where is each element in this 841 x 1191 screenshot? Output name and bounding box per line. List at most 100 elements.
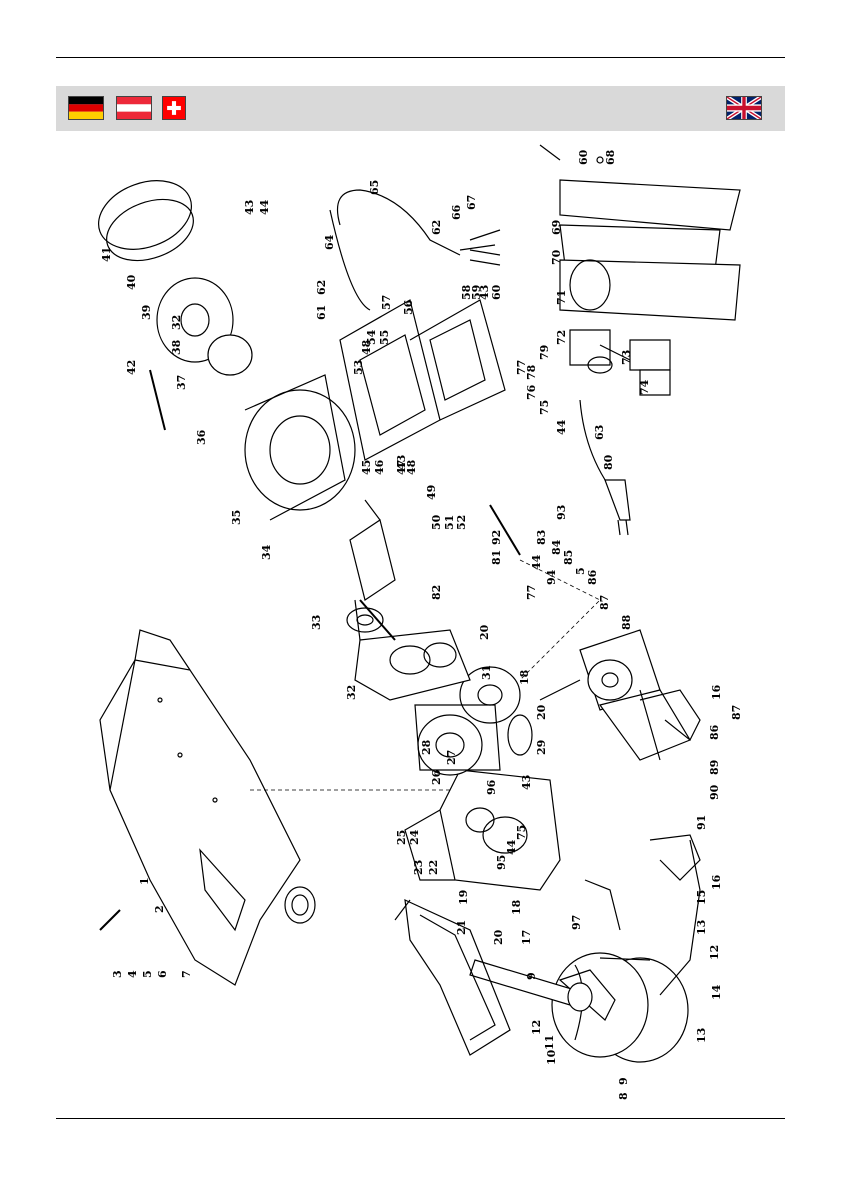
part-number-label: 48 <box>405 459 418 475</box>
part-number-label: 29 <box>535 740 548 755</box>
part-number-label: 43 <box>478 285 491 300</box>
part-number-label: 38 <box>170 339 183 355</box>
part-number-label: 44 <box>258 199 271 215</box>
part-number-label: 60 <box>577 149 590 165</box>
part-number-label: 33 <box>310 615 323 630</box>
part-number-label: 70 <box>550 249 563 265</box>
part-number-label: 2 <box>153 905 166 913</box>
switzerland-flag <box>162 96 186 120</box>
part-number-label: 68 <box>604 149 617 165</box>
part-number-label: 93 <box>555 505 568 520</box>
part-number-label: 76 <box>525 384 538 400</box>
part-number-label: 62 <box>315 280 328 295</box>
part-number-label: 94 <box>545 569 558 585</box>
part-number-label: 84 <box>550 539 563 555</box>
power-cable-part <box>329 189 501 311</box>
part-number-label: 10 <box>545 1049 558 1065</box>
part-number-label: 83 <box>535 530 548 545</box>
part-number-label: 22 <box>427 860 440 875</box>
gearbox-housing-part <box>404 769 561 891</box>
part-number-label: 57 <box>380 295 393 310</box>
part-number-label: 81 <box>490 550 503 565</box>
part-number-label: 78 <box>525 364 538 380</box>
part-number-label: 87 <box>598 595 611 610</box>
gear-set-part <box>414 666 533 776</box>
part-number-label: 37 <box>175 375 188 390</box>
language-flag-bar <box>56 86 785 131</box>
part-number-label: 90 <box>708 784 721 800</box>
part-number-label: 89 <box>708 760 721 775</box>
part-number-label: 66 <box>450 204 463 220</box>
fan-cover-part <box>97 180 194 262</box>
part-number-label: 39 <box>140 305 153 320</box>
part-number-label: 80 <box>602 454 615 470</box>
mains-plug-part <box>579 399 631 536</box>
part-number-label: 34 <box>260 544 273 560</box>
part-number-label: 79 <box>538 345 551 360</box>
austria-flag <box>116 96 152 120</box>
part-number-label: 65 <box>368 180 381 195</box>
part-number-label: 64 <box>323 234 336 250</box>
part-number-label: 71 <box>555 290 568 305</box>
part-number-label: 17 <box>520 930 533 945</box>
fastener-parts <box>99 144 604 931</box>
part-number-label: 13 <box>695 1028 708 1043</box>
part-number-label: 15 <box>695 890 708 905</box>
cable-drum-part <box>551 839 701 1063</box>
part-number-label: 73 <box>620 350 633 365</box>
motor-stator-part <box>244 374 356 521</box>
part-number-label: 5 <box>141 970 154 978</box>
part-number-label: 52 <box>455 515 468 530</box>
part-number-label: 75 <box>515 825 528 840</box>
part-number-label: 44 <box>555 419 568 435</box>
part-number-label: 77 <box>515 360 528 375</box>
part-number-label: 42 <box>125 360 138 375</box>
part-number-label: 18 <box>510 899 523 915</box>
part-number-label: 88 <box>620 614 633 630</box>
germany-flag <box>68 96 104 120</box>
part-number-label: 4 <box>126 970 139 978</box>
part-number-label: 36 <box>195 429 208 445</box>
lifting-hook-part <box>639 689 701 881</box>
part-number-label: 56 <box>402 299 415 315</box>
top-rule <box>56 57 785 58</box>
part-number-label: 48 <box>360 339 373 355</box>
part-number-label: 91 <box>695 815 708 830</box>
part-number-label: 1 <box>138 877 151 885</box>
part-number-label: 61 <box>315 305 328 320</box>
part-number-label: 14 <box>710 984 723 1000</box>
part-number-label: 63 <box>593 425 606 440</box>
part-number-label: 50 <box>430 514 443 530</box>
part-number-label: 9 <box>525 972 538 980</box>
part-number-label: 12 <box>530 1020 543 1035</box>
part-number-label: 74 <box>638 379 651 395</box>
united-kingdom-flag <box>726 96 762 120</box>
part-number-label: 86 <box>586 569 599 585</box>
part-number-label: 20 <box>492 929 505 945</box>
part-number-label: 95 <box>495 855 508 870</box>
austria-flag-icon <box>117 97 151 119</box>
part-number-label: 45 <box>360 460 373 475</box>
part-number-label: 43 <box>395 455 408 470</box>
part-number-label: 96 <box>485 779 498 795</box>
part-number-label: 53 <box>352 360 365 375</box>
part-number-label: 41 <box>100 247 113 262</box>
carry-handle-part <box>394 899 511 1056</box>
part-number-label: 97 <box>570 915 583 930</box>
part-number-label: 24 <box>408 829 421 845</box>
drive-shaft-part <box>469 959 593 1012</box>
control-box-part <box>339 299 506 461</box>
part-number-label: 9 <box>617 1077 630 1085</box>
armature-part <box>349 499 396 641</box>
part-number-label: 49 <box>425 485 438 500</box>
part-number-label: 47 <box>395 460 408 475</box>
part-number-label: 20 <box>535 704 548 720</box>
part-number-label: 43 <box>243 200 256 215</box>
part-number-label: 51 <box>443 515 456 530</box>
part-number-label: 20 <box>478 624 491 640</box>
part-number-label: 28 <box>420 739 433 755</box>
part-number-label: 5 <box>574 567 587 575</box>
winch-housing-part <box>99 629 316 986</box>
part-number-label: 12 <box>708 945 721 960</box>
part-number-label: 58 <box>460 284 473 300</box>
